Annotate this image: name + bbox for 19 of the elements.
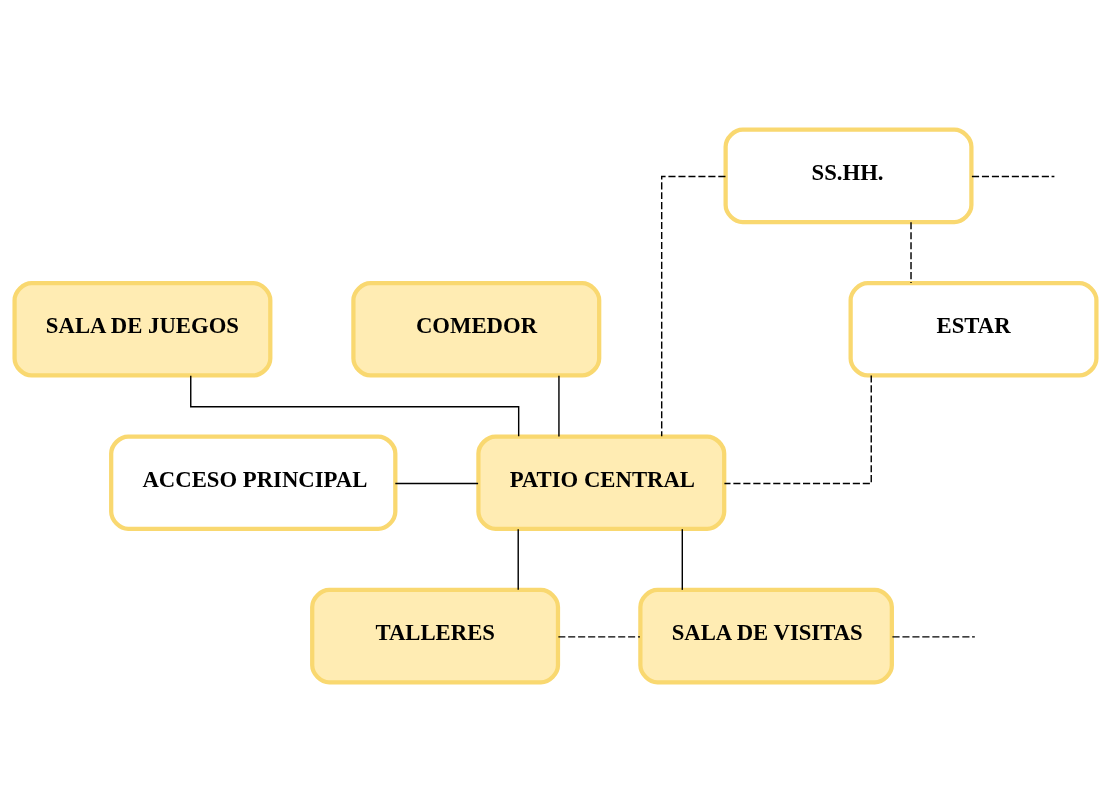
node-box: SS.HH. bbox=[723, 127, 974, 224]
node-box: SALA DE VISITAS bbox=[638, 587, 894, 684]
connector bbox=[558, 374, 560, 437]
connector bbox=[910, 221, 912, 284]
node-box: ESTAR bbox=[848, 280, 1099, 378]
connector bbox=[190, 374, 520, 437]
node-box: SALA DE JUEGOS bbox=[12, 280, 273, 378]
connector bbox=[681, 527, 683, 591]
connector bbox=[971, 175, 1056, 177]
node-box: COMEDOR bbox=[351, 280, 602, 378]
connector bbox=[723, 374, 872, 484]
node-box: TALLERES bbox=[310, 587, 561, 684]
connector bbox=[661, 175, 727, 437]
node-box: PATIO CENTRAL bbox=[476, 433, 727, 531]
connector bbox=[517, 527, 519, 591]
node-box: ACCESO PRINCIPAL bbox=[109, 433, 398, 531]
connector bbox=[394, 482, 479, 484]
connector bbox=[891, 635, 976, 638]
connector bbox=[557, 635, 641, 638]
